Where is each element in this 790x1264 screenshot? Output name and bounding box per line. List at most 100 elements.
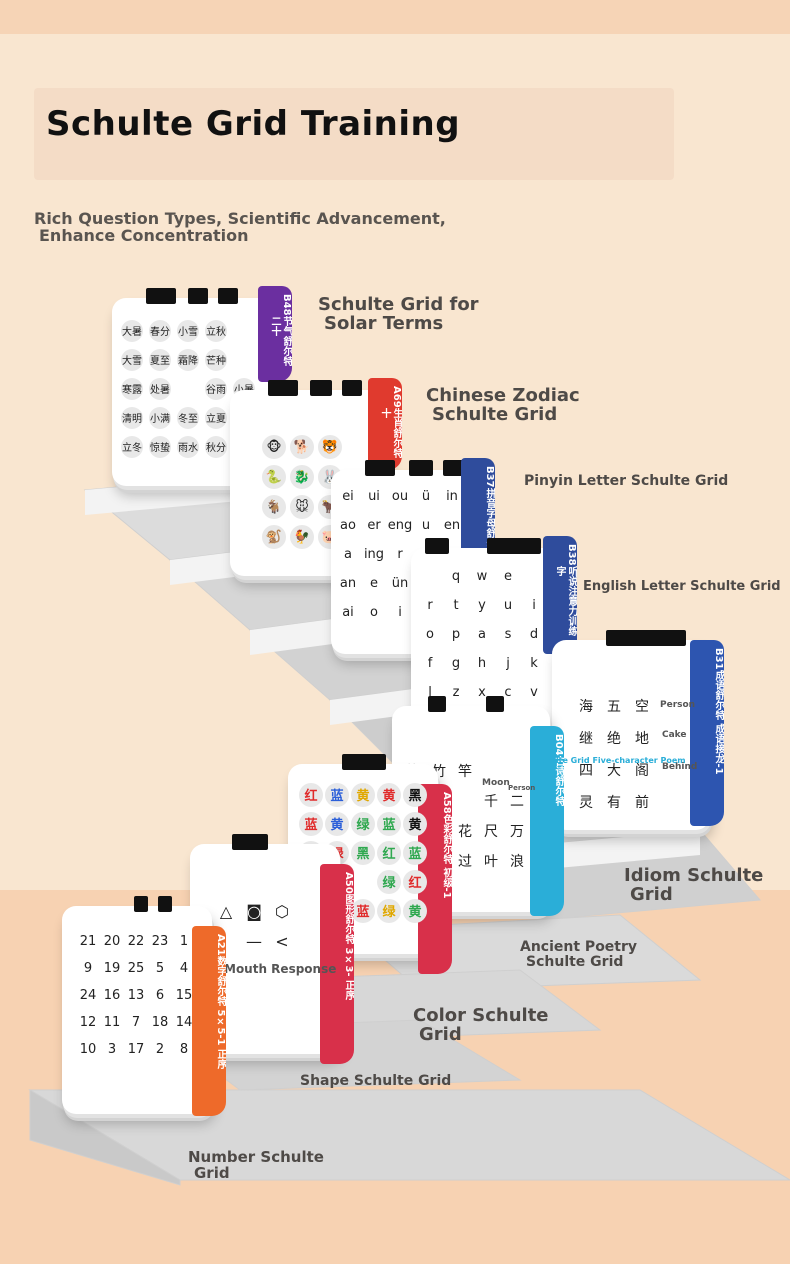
binder-ring bbox=[310, 380, 332, 396]
idiom-grid-cell: 空 bbox=[635, 699, 649, 715]
binder-ring bbox=[409, 460, 433, 476]
number-grid-cell: 18 bbox=[151, 1015, 169, 1030]
card-tab-text: 拼音字母舒尔特 bbox=[484, 487, 495, 558]
color-grid-cell: 绿 bbox=[351, 811, 375, 836]
binder-ring bbox=[342, 754, 386, 770]
number-grid-cell: 22 bbox=[127, 934, 145, 949]
poetry-grid-cell: 叶 bbox=[484, 854, 498, 870]
card-tab-text: 色彩舒尔特 初级-1 bbox=[441, 813, 452, 899]
poetry-grid-cell: 花 bbox=[458, 824, 472, 840]
binder-ring bbox=[146, 288, 176, 304]
label-english-text: English Letter Schulte Grid bbox=[583, 579, 781, 594]
zodiac-grid-cell: 🐭 bbox=[290, 495, 314, 519]
label-zodiac-line-1: Chinese Zodiac bbox=[426, 385, 580, 406]
english-grid-cell: f bbox=[427, 656, 433, 671]
poetry-grid-cell: 万 bbox=[510, 824, 524, 840]
poetry-caption-person: Person bbox=[508, 784, 536, 792]
card-code: B48 bbox=[281, 294, 292, 316]
idiom-grid-cell: 有 bbox=[607, 795, 621, 811]
pinyin-grid-cell: ün bbox=[391, 576, 409, 591]
card-tab-shape: A50 图形舒尔特 3×3- 正序 bbox=[320, 864, 354, 1064]
english-grid-cell: l bbox=[428, 685, 432, 700]
english-grid-cell: c bbox=[504, 685, 512, 700]
color-grid-cell: 黄 bbox=[351, 782, 375, 807]
english-grid-cell: h bbox=[477, 656, 487, 671]
zodiac-grid-cell: 🐯 bbox=[318, 435, 342, 459]
english-grid-cell: d bbox=[529, 627, 539, 642]
solar-grid-cell: 芒种 bbox=[205, 348, 227, 371]
card-zodiac: A69 生肖舒尔特 十 🐵🐕🐯🐍🐉🐰🐐🐭🐂🐒🐓🐷 bbox=[230, 378, 402, 576]
top-band bbox=[0, 0, 790, 34]
card-tab-idiom: B31 成语舒尔特 成语接龙-1 bbox=[690, 640, 724, 826]
zodiac-grid-cell: 🐉 bbox=[290, 465, 314, 489]
zodiac-grid-cell: 🐐 bbox=[262, 495, 286, 519]
number-grid-cell: 7 bbox=[131, 1015, 141, 1030]
number-grid-cell: 12 bbox=[79, 1015, 97, 1030]
pinyin-grid-cell: an bbox=[339, 576, 357, 591]
zodiac-grid: 🐵🐕🐯🐍🐉🐰🐐🐭🐂🐒🐓🐷 bbox=[260, 432, 344, 552]
idiom-grid-cell: 海 bbox=[579, 699, 593, 715]
label-color-line-1: Color Schulte bbox=[413, 1005, 549, 1026]
binder-ring bbox=[486, 696, 504, 712]
number-grid-cell: 8 bbox=[179, 1042, 189, 1057]
label-number-line-1: Number Schulte bbox=[188, 1148, 324, 1166]
poetry-grid-cell: 二 bbox=[510, 794, 524, 810]
shape-grid-cell: △ bbox=[219, 901, 233, 921]
solar-grid-cell: 清明 bbox=[121, 406, 143, 429]
number-grid-cell: 17 bbox=[127, 1042, 145, 1057]
poetry-caption-moon: Moon bbox=[482, 778, 510, 788]
idiom-grid-cell: 绝 bbox=[607, 731, 621, 747]
color-grid-cell: 绿 bbox=[377, 898, 401, 923]
color-grid-cell: 绿 bbox=[377, 869, 401, 894]
number-grid-cell: 24 bbox=[79, 988, 97, 1003]
poetry-grid-cell: 竿 bbox=[458, 764, 472, 780]
idiom-grid-cell: 灵 bbox=[579, 795, 593, 811]
shape-grid-cell: < bbox=[275, 931, 289, 951]
subtitle: Rich Question Types, Scientific Advancem… bbox=[34, 210, 474, 244]
label-idiom: Idiom Schulte Grid bbox=[624, 866, 763, 905]
binder-ring bbox=[268, 380, 298, 396]
card-code: A69 bbox=[391, 386, 402, 408]
number-grid-cell: 19 bbox=[103, 961, 121, 976]
number-grid-cell: 16 bbox=[103, 988, 121, 1003]
color-grid-cell: 黑 bbox=[403, 782, 427, 807]
english-grid-cell: x bbox=[478, 685, 486, 700]
pinyin-grid-cell: e bbox=[370, 576, 378, 591]
color-grid-cell: 蓝 bbox=[351, 898, 375, 923]
label-shape-text: Shape Schulte Grid bbox=[300, 1073, 452, 1089]
binder-rings bbox=[331, 460, 481, 482]
pinyin-grid-cell: i bbox=[398, 605, 402, 620]
color-grid-cell: 蓝 bbox=[377, 811, 401, 836]
color-grid-cell: 黄 bbox=[403, 811, 427, 836]
idiom-grid-cell: 五 bbox=[607, 699, 621, 715]
binder-ring bbox=[232, 834, 268, 850]
binder-rings bbox=[552, 630, 710, 652]
color-grid-cell: 黑 bbox=[351, 840, 375, 865]
solar-grid-cell bbox=[233, 349, 255, 371]
binder-ring bbox=[188, 288, 208, 304]
label-shape: Shape Schulte Grid bbox=[300, 1074, 451, 1089]
idiom-caption-cake: Cake bbox=[662, 730, 687, 740]
card-tab-number: A21 数字舒尔特 5×5-1 正序 bbox=[192, 926, 226, 1116]
english-grid-cell: u bbox=[503, 598, 513, 613]
label-number: Number Schulte Grid bbox=[188, 1148, 324, 1182]
card-tab-text: 数字舒尔特 5×5-1 正序 bbox=[215, 955, 226, 1069]
card-tab-text: 听说注意力训练 字 bbox=[554, 565, 577, 636]
binder-ring bbox=[342, 380, 362, 396]
card-tab-solar: B48 节气舒尔特 二十 bbox=[258, 286, 292, 382]
english-grid-cell: v bbox=[530, 685, 538, 700]
binder-ring bbox=[218, 288, 238, 304]
pinyin-grid-cell: a bbox=[344, 547, 352, 562]
solar-grid-cell: 春分 bbox=[149, 319, 171, 342]
card-idiom: B31 成语舒尔特 成语接龙-1 海五空继绝地四大阁灵有前 Person Cak… bbox=[552, 630, 724, 830]
number-grid-cell: 5 bbox=[155, 961, 165, 976]
english-grid-cell bbox=[522, 565, 546, 589]
color-grid-cell: 蓝 bbox=[299, 811, 323, 836]
solar-grid-cell: 立秋 bbox=[205, 319, 227, 342]
solar-grid-cell bbox=[177, 378, 199, 400]
zodiac-grid-cell: 🐕 bbox=[290, 435, 314, 459]
english-grid-cell bbox=[418, 565, 442, 589]
binder-ring bbox=[365, 460, 395, 476]
card-code: A21 bbox=[215, 934, 226, 956]
